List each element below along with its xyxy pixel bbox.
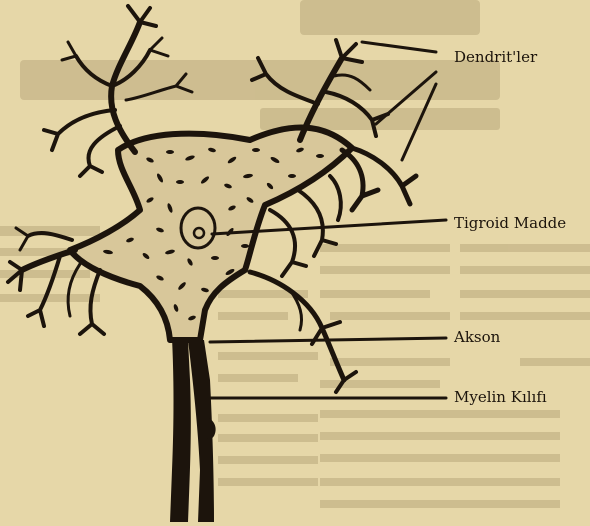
label-axon: Akson [454, 328, 500, 346]
leader-axon [210, 338, 446, 342]
label-dendrites: Dendrit'ler [454, 48, 537, 66]
label-tigroid-substance: Tigroid Madde [454, 214, 566, 232]
label-myelin-sheath: Myelin Kılıfı [454, 388, 547, 406]
leader-dendrite-1 [362, 42, 436, 52]
axon [170, 338, 216, 522]
